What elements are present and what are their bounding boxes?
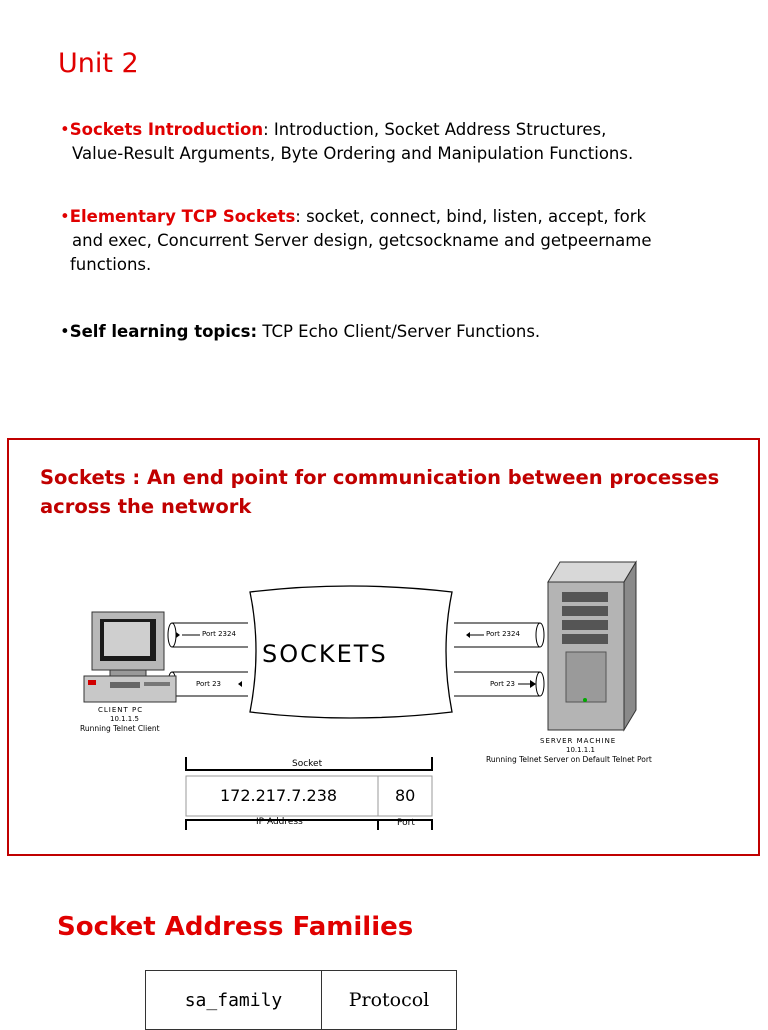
client-pc-icon <box>83 611 177 703</box>
client-desc: Running Telnet Client <box>80 724 160 733</box>
client-port-top-label: Port 2324 <box>202 630 236 638</box>
topic-text: functions. <box>70 255 152 274</box>
slide-frame <box>7 438 760 856</box>
topic-text: TCP Echo Client/Server Functions. <box>257 322 541 341</box>
topic-bullet-1: •Sockets Introduction: Introduction, Soc… <box>60 118 750 166</box>
column-header-sa-family: sa_family <box>145 970 322 1030</box>
table-header-row: sa_family Protocol <box>145 970 457 1030</box>
topic-text: : Introduction, Socket Address Structure… <box>263 120 607 139</box>
address-families-table: sa_family Protocol <box>145 970 457 1030</box>
bullet-dot: • <box>60 207 70 226</box>
topic-heading: Self learning topics: <box>69 322 258 341</box>
client-label: CLIENT PC <box>98 706 144 714</box>
client-port-bottom-label: Port 23 <box>196 680 222 688</box>
server-ip: 10.1.1.1 <box>566 746 595 754</box>
slide-title-line: Sockets : An end point for communication… <box>40 466 720 489</box>
client-ip: 10.1.1.5 <box>110 715 139 723</box>
slide-title: Sockets : An end point for communication… <box>40 463 740 521</box>
socket-ip-value: 172.217.7.238 <box>220 786 338 805</box>
topic-bullet-2: •Elementary TCP Sockets: socket, connect… <box>60 205 750 277</box>
socket-header: Socket <box>292 759 323 769</box>
topic-text: Value-Result Arguments, Byte Ordering an… <box>72 144 634 163</box>
slide-title-line: across the network <box>40 495 252 518</box>
port-caption: Port <box>397 818 415 828</box>
server-port-bottom-label: Port 23 <box>490 680 516 688</box>
unit-title: Unit 2 <box>58 48 139 79</box>
server-port-top-label: Port 2324 <box>486 630 520 638</box>
section-title: Socket Address Families <box>57 912 414 942</box>
server-label: SERVER MACHINE <box>540 737 617 745</box>
column-header-protocol: Protocol <box>321 970 457 1030</box>
sockets-cylinder <box>249 585 453 719</box>
bullet-dot: • <box>60 322 70 341</box>
topic-text: : socket, connect, bind, listen, accept,… <box>295 207 647 226</box>
bullet-dot: • <box>60 120 70 139</box>
topic-text: and exec, Concurrent Server design, getc… <box>72 231 652 250</box>
server-pipes <box>454 622 545 697</box>
topic-bullet-3: •Self learning topics: TCP Echo Client/S… <box>60 320 750 344</box>
ip-address-caption: IP Address <box>256 817 303 827</box>
topic-heading: Elementary TCP Sockets <box>69 207 296 226</box>
server-tower-icon <box>547 560 637 732</box>
topic-heading: Sockets Introduction <box>69 120 264 139</box>
socket-port-value: 80 <box>395 786 416 805</box>
sockets-label: SOCKETS <box>262 640 388 668</box>
server-desc: Running Telnet Server on Default Telnet … <box>486 755 652 764</box>
socket-table-frame <box>185 757 433 830</box>
